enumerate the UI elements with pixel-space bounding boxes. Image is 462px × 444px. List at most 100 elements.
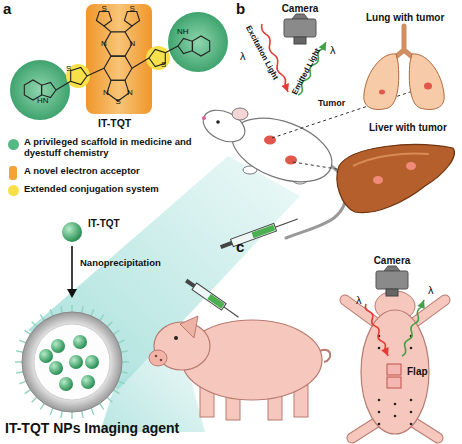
- light-wave: [365, 304, 388, 356]
- nanoparticle-shape: [91, 408, 94, 415]
- molecule-sphere: [62, 222, 82, 242]
- atom-symbol: S: [116, 97, 121, 106]
- legend-swatch: [8, 185, 19, 196]
- light-label: Excitation Light: [244, 24, 280, 81]
- lung-organ-shape: [379, 90, 385, 95]
- atom-symbol: N: [127, 88, 133, 97]
- nanoparticle-shape: [39, 349, 53, 363]
- atom-symbol: S: [161, 60, 166, 69]
- single-bond: [125, 26, 132, 32]
- nanoparticle-shape: [91, 309, 94, 316]
- supine-pig: [345, 291, 445, 438]
- supine-pig: [410, 347, 413, 350]
- nanoparticle-shape: [114, 390, 120, 394]
- node-label: Camera: [264, 3, 336, 15]
- single-bond: [87, 68, 104, 76]
- panel-letter: b: [236, 0, 245, 17]
- nanoparticle-shape: [61, 306, 62, 313]
- supine-pig: [394, 415, 397, 418]
- light-wave: [402, 300, 424, 356]
- molecule-sphere: [71, 246, 73, 290]
- nanoparticle-shape: [19, 381, 26, 384]
- legend-text: A privileged scaffold in medicine and dy…: [24, 137, 229, 159]
- camera-shape: [294, 37, 306, 44]
- ring-bond: [71, 67, 87, 84]
- supine-pig: [345, 300, 445, 438]
- nanoparticle-shape: [118, 381, 125, 384]
- molecule: [10, 4, 228, 120]
- nanoparticle-shape: [82, 411, 83, 418]
- mouse: [198, 104, 250, 148]
- wavelength-symbol: λ: [356, 294, 362, 307]
- tumor-label: Tumor: [318, 98, 345, 108]
- camera-shape: [376, 271, 408, 289]
- molecule-sphere: [62, 222, 82, 298]
- nanoparticle-shape: [15, 361, 22, 362]
- supine-pig: [410, 411, 413, 414]
- nanoparticle-shape: [32, 397, 37, 402]
- nanoparticle-shape: [25, 330, 31, 334]
- atom-symbol: S: [66, 64, 71, 73]
- camera-shape: [284, 19, 316, 37]
- indole-highlight: [168, 12, 228, 72]
- nanoparticle-shape: [100, 404, 104, 410]
- conjugation-highlight: [146, 46, 170, 70]
- nanoparticle-shape: [16, 351, 23, 352]
- nanoparticle-shape: [61, 411, 62, 418]
- nanoparticle-shape: [118, 340, 125, 343]
- nanoparticle-shape: [85, 355, 99, 369]
- arrow-head: [417, 300, 424, 309]
- nanoparticle-shape: [71, 412, 72, 419]
- light-arrow: [402, 300, 425, 356]
- lung-organ: Lung with tumor: [352, 12, 460, 116]
- node-label: IT-TQT NPs Imaging agent: [5, 420, 179, 436]
- pig: [180, 316, 198, 338]
- single-bond: [165, 46, 178, 53]
- nanoparticle-shape: [107, 397, 112, 402]
- syringe: [184, 277, 241, 320]
- liver-organ-shape: [373, 176, 383, 184]
- supine-pig: [378, 423, 381, 426]
- ring-bond: [42, 82, 57, 97]
- node-label: Camera: [356, 255, 428, 267]
- nanoparticle-shape: [40, 315, 44, 321]
- nanoparticle-shape: [40, 404, 44, 410]
- atom-symbol: N: [103, 88, 109, 97]
- nanoparticle-shape: [51, 339, 65, 353]
- supine-pig: [378, 347, 381, 350]
- acceptor-highlight: [86, 4, 152, 114]
- supine-pig: [413, 422, 438, 438]
- nanoparticle-shape: [49, 361, 63, 375]
- camera-shape: [292, 14, 308, 19]
- flap-shape: [387, 364, 401, 375]
- molecule-name: IT-TQT: [88, 218, 120, 230]
- nanoparticle-shape: [59, 377, 73, 391]
- nanoparticle-shape: [32, 322, 37, 327]
- supine-pig: [415, 300, 445, 322]
- arrow-head: [281, 83, 289, 92]
- syringe: [219, 215, 299, 251]
- legend-swatch: [9, 166, 17, 180]
- nanoparticle-shape: [122, 361, 129, 362]
- supine-pig: [415, 300, 445, 322]
- process-label: Nanoprecipitation: [80, 258, 161, 269]
- syringe: [192, 283, 226, 310]
- single-bond: [132, 58, 149, 68]
- wavelength-symbol: λ: [330, 44, 336, 57]
- nanoparticle-shape: [73, 335, 87, 349]
- nanoparticle-shape: [100, 315, 104, 321]
- pig: [155, 355, 158, 358]
- supine-pig: [352, 422, 377, 438]
- camera-shape: [384, 266, 400, 271]
- supine-pig: [361, 310, 429, 434]
- atom-symbol: HN: [37, 96, 49, 105]
- mouse: [232, 108, 248, 120]
- molecule-sphere: [67, 289, 77, 298]
- mouse: [216, 120, 220, 124]
- supine-pig: [352, 422, 377, 438]
- supine-pig: [413, 422, 438, 438]
- legend-text: A novel electron acceptor: [24, 166, 229, 177]
- ring-bond: [104, 56, 132, 80]
- syringe: [252, 225, 276, 239]
- single-bond: [104, 26, 111, 32]
